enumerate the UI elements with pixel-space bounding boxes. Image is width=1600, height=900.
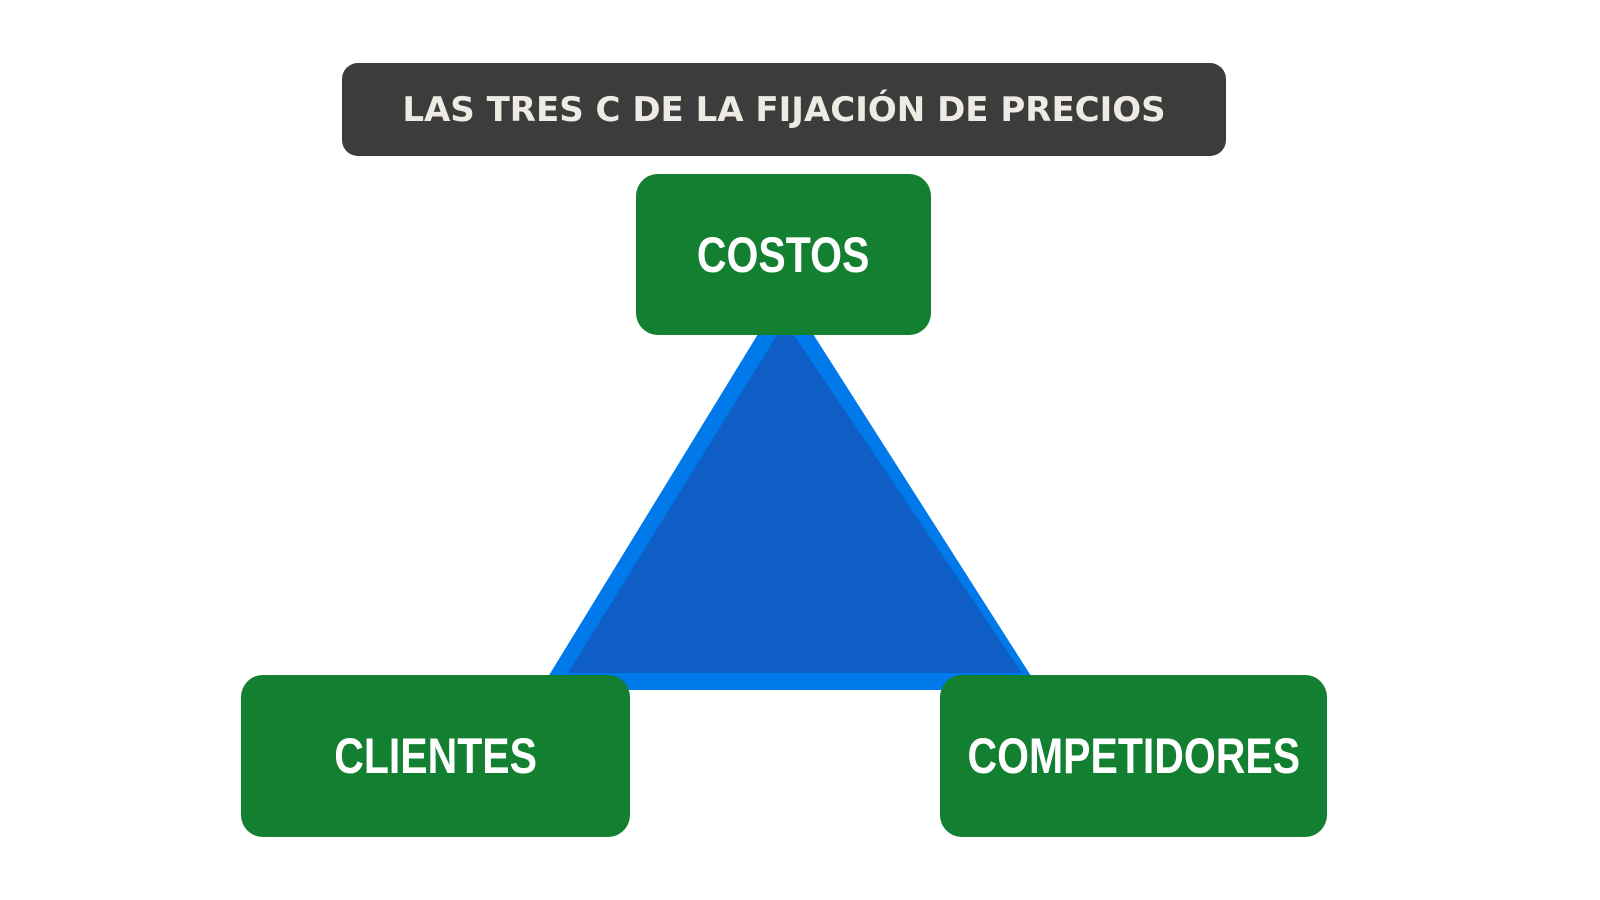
diagram-title: LAS TRES C DE LA FIJACIÓN DE PRECIOS: [342, 63, 1226, 156]
node-label: COSTOS: [697, 226, 870, 283]
title-text: LAS TRES C DE LA FIJACIÓN DE PRECIOS: [402, 89, 1166, 130]
node-label: COMPETIDORES: [967, 728, 1300, 784]
node-competidores: COMPETIDORES: [940, 675, 1327, 837]
node-clientes: CLIENTES: [241, 675, 630, 837]
node-costos: COSTOS: [636, 174, 931, 335]
node-label: CLIENTES: [334, 728, 537, 784]
triangle-inner: [568, 322, 1022, 673]
